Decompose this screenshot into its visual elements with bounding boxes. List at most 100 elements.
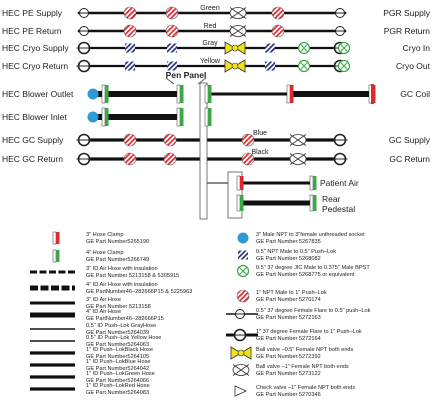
line-label-left-7: HEC GC Return — [2, 154, 63, 164]
legend-left-title-8: 1" ID Push–LokBlack Hose — [86, 347, 153, 353]
pen-panel-bracket — [165, 77, 207, 85]
line-label-left-3: HEC Cryo Return — [2, 61, 68, 71]
half-inch-npt-fitting-icon — [125, 61, 135, 71]
legend-right-title-2: 0.5" 37 degree JIC Male to 0.375" Male B… — [256, 265, 370, 271]
legend-right-title-5: 1" 37 degree Female Flare to 1" Push–Lok — [256, 329, 362, 335]
hose-clamp-white — [52, 231, 57, 245]
wire-color-label-2: Gray — [202, 40, 218, 47]
gc-coil-red-clamp — [371, 84, 374, 104]
legend-right-title-7: Ball valve –1" Female NPT both ends — [256, 364, 349, 370]
pen-panel-bar — [199, 82, 208, 220]
valve-center — [231, 44, 239, 52]
half-inch-npt-fitting-icon — [167, 43, 177, 53]
legend-left-part-2: GE Part Number 5213158 & 5305915 — [86, 273, 179, 279]
hose-clamp-white — [309, 194, 314, 212]
ball-valve-cross — [229, 7, 247, 19]
legend-right-part-6: GE Part Number 5272392 — [256, 354, 321, 360]
npt-pushlok-fitting-icon — [241, 133, 255, 147]
legend-left-title-10: 1" ID Push–LokGreen Hose — [86, 371, 155, 377]
legend-left-title-2: 3" ID Air Hose with insulation — [86, 266, 158, 272]
half-inch-npt-fitting-icon — [125, 43, 135, 53]
line-label-left-1: HEC PE Return — [2, 26, 62, 36]
line-label-right-1: PGR Return — [384, 26, 431, 36]
legend-left-part-9: GE Part Number5264042 — [86, 366, 149, 372]
4-inch-hose-clamp-icon — [313, 176, 317, 190]
4-inch-hose-clamp-icon — [180, 108, 184, 126]
wire-color-label-0: Green — [200, 5, 220, 12]
half-inch-npt-fitting-icon — [238, 250, 248, 260]
hose-clamp-white — [204, 84, 209, 104]
4-inch-hose-clamp-icon — [208, 85, 212, 103]
legend-left-part-11: GE Part Number5264083 — [86, 390, 149, 396]
4-inch-hose-clamp-icon — [180, 85, 184, 103]
npt-pushlok-fitting-icon — [123, 152, 137, 166]
legend-left-part-5: GE PartNumber46–282666P15 — [86, 316, 164, 322]
legend-right-part-2: GE Part Number 5268775 or equivalent — [256, 272, 355, 278]
rear-pedestal-label-2: Pedestal — [322, 204, 355, 214]
npt-pushlok-fitting-icon — [123, 133, 137, 147]
wire-color-label-1: Red — [204, 23, 217, 30]
jic-bpst-cross — [340, 62, 348, 70]
legend-right-part-1: GE Part Number 5268082 — [256, 256, 321, 262]
legend-right-title-8: Check valve –1" Female NPT both ends — [256, 385, 355, 391]
legend-left-title-6: 0.5" ID Push–Lok GrayHose — [86, 323, 156, 329]
line-label-right-2: Cryo In — [403, 43, 431, 53]
legend-left-title-5: 4" ID Air Hose — [86, 309, 121, 315]
legend-left-part-7: GE Part Number5264063 — [86, 342, 149, 348]
4-inch-hose-clamp-icon — [240, 195, 244, 211]
ball-valve-cross — [229, 25, 247, 37]
legend-left-title-1: 4" Hose Clamp — [86, 250, 123, 256]
legend-left-part-0: GE Part Number5265190 — [86, 239, 149, 245]
line-label-left-5: HEC Blower Inlet — [2, 112, 67, 122]
legend-left-title-0: 3" Hose Clamp — [86, 232, 123, 238]
check-valve-icon — [234, 385, 247, 397]
legend-left-part-3: GE PartNumber46–282666P15 & 5225963 — [86, 289, 192, 295]
hose-clamp-white — [176, 107, 181, 127]
4-inch-hose-clamp-icon — [105, 85, 109, 103]
line-label-right-0: PGR Supply — [383, 8, 431, 18]
jic-bpst-cross — [239, 267, 247, 275]
valve-center — [231, 62, 239, 70]
4-inch-hose-clamp-icon — [56, 250, 60, 262]
npt-pushlok-fitting-icon — [165, 24, 179, 38]
legend-left-title-7: 0.5" ID Push–Lok Yellow Hose — [86, 335, 161, 341]
legend-left-part-8: GE Part Number5264105 — [86, 354, 149, 360]
npt-pushlok-fitting-icon — [165, 6, 179, 20]
4-inch-hose-clamp-icon — [208, 108, 212, 126]
ball-valve-cross — [289, 153, 307, 165]
line-label-right-3: Cryo Out — [396, 61, 431, 71]
hose-clamp-white — [101, 107, 106, 127]
line-label-right-6: GC Supply — [389, 135, 431, 145]
legend-left-title-9: 1" ID Push–LokBlue Hose — [86, 359, 151, 365]
legend-left-title-11: 1" ID Push–LokRed Hose — [86, 383, 150, 389]
ball-valve-cross — [232, 364, 250, 376]
legend-right-title-0: 3" Male NPT to 3"female unthreaded socke… — [256, 232, 365, 238]
line-label-right-4: GC Coil — [400, 89, 430, 99]
hose-clamp-white — [204, 107, 209, 127]
hose-clamp-white — [176, 84, 181, 104]
legend-left-part-4: GE Part Number 5213158 — [86, 304, 151, 310]
legend-right-title-6: Ball valve –0.5" Female NPT both ends — [256, 347, 354, 353]
jic-bpst-cross — [300, 62, 308, 70]
hose-clamp-white — [236, 175, 241, 191]
npt-pushlok-fitting-icon — [123, 6, 137, 20]
legend-right-part-5: GE Part Number 5272164 — [256, 336, 321, 342]
half-inch-npt-fitting-icon — [265, 43, 275, 53]
jic-bpst-cross — [300, 44, 308, 52]
line-label-left-0: HEC PE Supply — [2, 8, 63, 18]
wire-color-label-6: Blue — [253, 130, 267, 137]
legend-left-part-10: GE Part Number5264066 — [86, 378, 149, 384]
legend-right-title-4: 0.5" 37 degree Female Flare to 0.5" push… — [256, 308, 371, 314]
4-inch-hose-clamp-icon — [105, 108, 109, 126]
hose-clamp-white — [309, 175, 314, 191]
3-inch-hose-clamp-icon — [290, 85, 294, 103]
hose-clamp-white — [101, 84, 106, 104]
legend-right-part-4: GE Part Number 5272163 — [256, 315, 321, 321]
male-npt-socket-icon — [237, 232, 249, 244]
legend-right-part-7: GE Part Number 5273122 — [256, 371, 321, 377]
wire-color-label-3: Yellow — [200, 58, 221, 65]
hose-clamp-white — [236, 194, 241, 212]
hose-clamp-white — [286, 84, 291, 104]
line-label-left-4: HEC Blower Outlet — [2, 89, 74, 99]
